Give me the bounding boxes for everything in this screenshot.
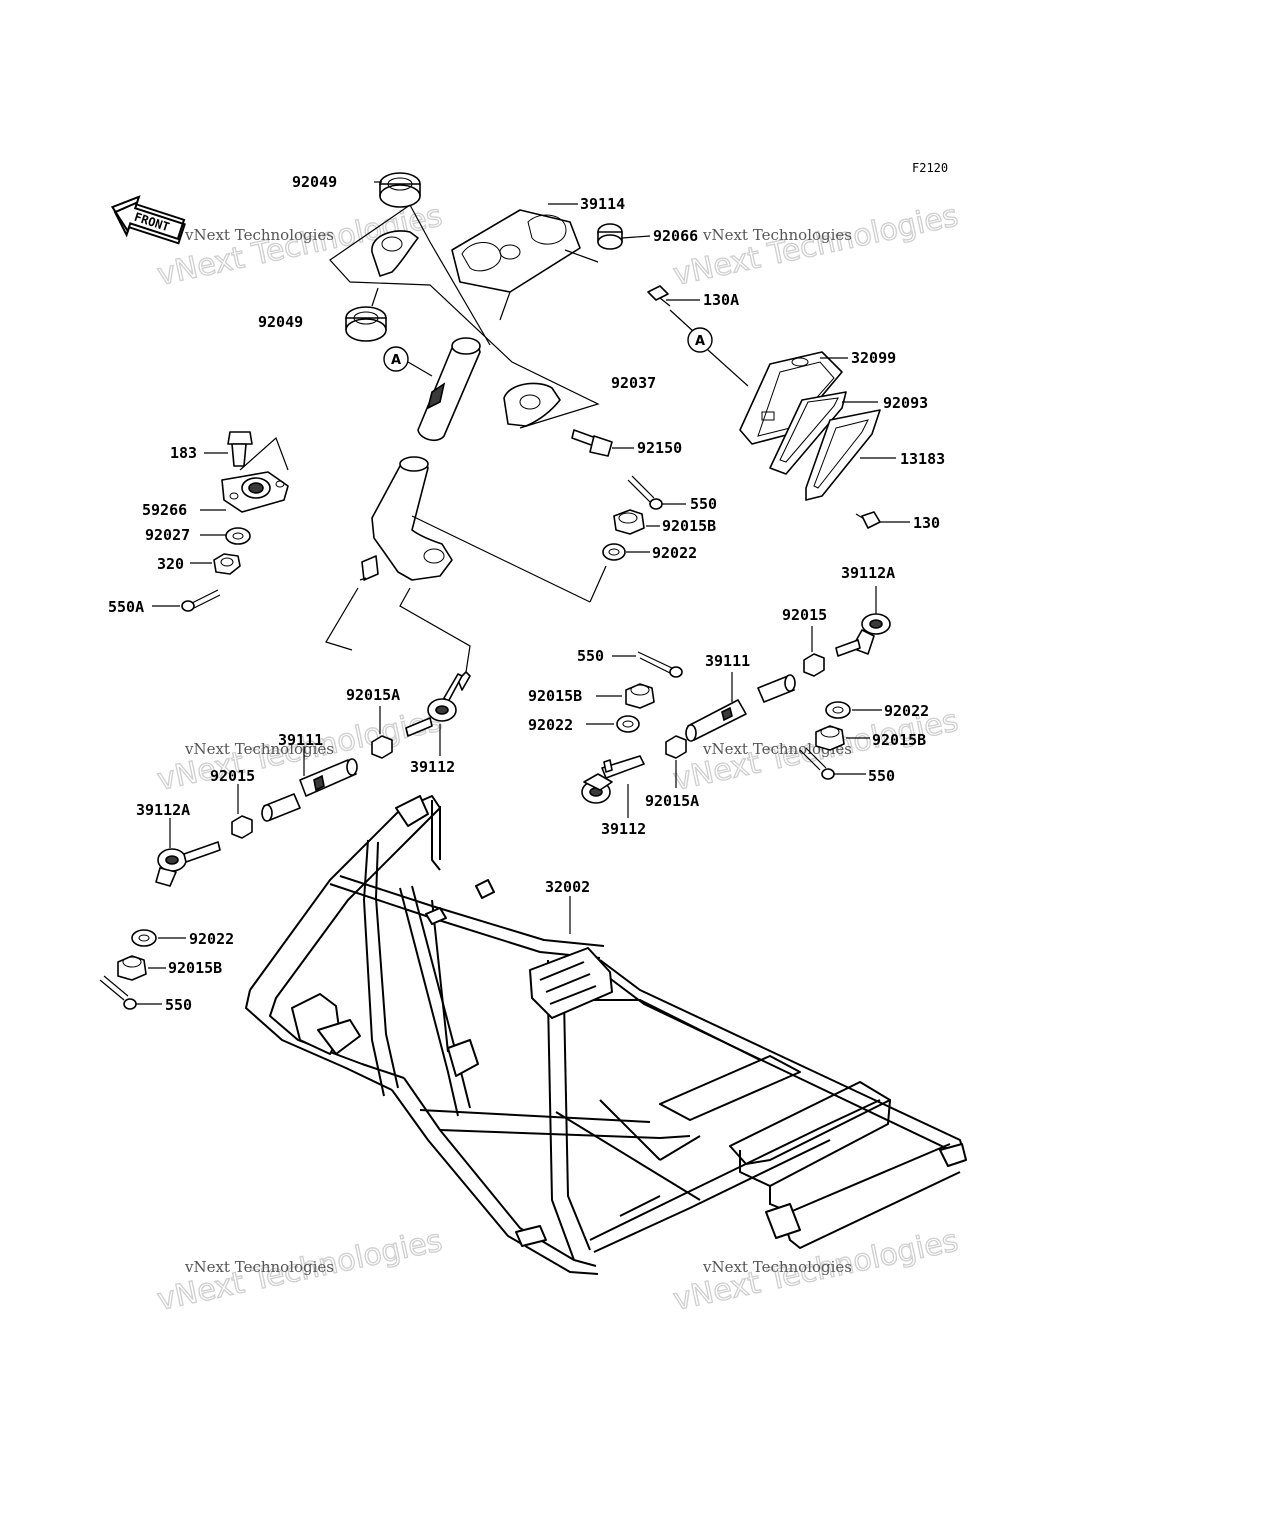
label-550-a: 550 — [690, 495, 717, 513]
label-92015-right: 92015 — [782, 606, 827, 624]
nut-92015a-left — [371, 735, 393, 759]
watermark-small: vNext Technologies — [702, 226, 852, 244]
label-39112-left: 39112 — [410, 758, 455, 776]
nut-320 — [213, 553, 241, 575]
cotter-pin-550-a — [627, 475, 663, 510]
callout-a-left — [383, 346, 409, 372]
label-59266: 59266 — [142, 501, 187, 519]
castle-nut-92015b-c — [815, 725, 845, 751]
bearing-59266 — [221, 471, 289, 513]
cover-13183 — [805, 409, 881, 501]
tie-rod-end-39112-right — [581, 755, 645, 804]
watermark-small: vNext Technologies — [184, 1258, 334, 1276]
label-183: 183 — [170, 444, 197, 462]
cotter-pin-550-b — [637, 651, 683, 678]
tie-rod-end-39112a-right — [835, 613, 891, 657]
nut-92015-left — [231, 815, 253, 839]
label-92150: 92150 — [637, 439, 682, 457]
label-39114: 39114 — [580, 195, 625, 213]
steering-holder-lower — [503, 382, 561, 427]
callout-a-right-letter: A — [695, 334, 705, 349]
watermark-small: vNext Technologies — [184, 740, 334, 758]
handlebar-holder-39114 — [451, 209, 581, 321]
label-32099: 32099 — [851, 349, 896, 367]
tie-rod-39111-right — [685, 674, 796, 742]
label-92015-left: 92015 — [210, 767, 255, 785]
steering-shaft-upper — [417, 337, 481, 442]
label-92022-b: 92022 — [528, 716, 573, 734]
washer-92022-d — [131, 929, 157, 947]
washer-92022-b — [616, 715, 640, 733]
label-39112-right: 39112 — [601, 820, 646, 838]
label-130: 130 — [913, 514, 940, 532]
bushing-92049-lower — [345, 306, 387, 342]
label-92027: 92027 — [145, 526, 190, 544]
label-13183: 13183 — [900, 450, 945, 468]
gasket-92093 — [769, 391, 847, 475]
panel-assembly: A — [647, 285, 910, 529]
label-39112a-right: 39112A — [841, 564, 895, 582]
steering-upper-parts: A — [152, 172, 686, 673]
label-92093: 92093 — [883, 394, 928, 412]
castle-nut-92015b-b — [625, 683, 655, 709]
steering-shaft-lower — [359, 456, 453, 581]
label-92015b-c: 92015B — [872, 731, 926, 749]
cotter-pin-550-d — [99, 975, 137, 1010]
label-550-b: 550 — [577, 647, 604, 665]
callout-a-left-letter: A — [391, 353, 401, 368]
label-39112a-left: 39112A — [136, 801, 190, 819]
label-92015a-right: 92015A — [645, 792, 699, 810]
label-92015b-b: 92015B — [528, 687, 582, 705]
frame-32002 — [245, 795, 967, 1275]
label-92015b-d: 92015B — [168, 959, 222, 977]
bushing-92049-top — [379, 172, 421, 208]
cap-92066 — [597, 223, 623, 250]
label-130a: 130A — [703, 291, 739, 309]
bolt-130 — [855, 511, 881, 529]
watermark-large: vNext Technologies — [670, 198, 961, 293]
label-320: 320 — [157, 555, 184, 573]
castle-nut-92015b-a — [613, 509, 645, 535]
figure-id: F2120 — [912, 161, 948, 175]
tie-rod-parts — [99, 586, 891, 1010]
bolt-183 — [227, 431, 253, 467]
washer-92022-a — [602, 543, 626, 561]
front-arrow-icon: FRONT — [110, 195, 186, 245]
bolt-130a — [647, 285, 671, 307]
tie-rod-39111-left — [261, 758, 358, 822]
nut-92015-right — [803, 653, 825, 677]
part-labels: 92049 39114 92066 130A 92049 32099 92037… — [108, 173, 945, 1014]
steering-holder-upper — [371, 230, 419, 277]
label-92022-c: 92022 — [884, 702, 929, 720]
nut-92015a-right — [665, 735, 687, 759]
bolt-92150 — [571, 429, 613, 457]
label-550-c: 550 — [868, 767, 895, 785]
label-550a: 550A — [108, 598, 144, 616]
label-92037: 92037 — [611, 374, 656, 392]
watermark-small: vNext Technologies — [702, 1258, 852, 1276]
label-550-d: 550 — [165, 996, 192, 1014]
watermark-small: vNext Technologies — [184, 226, 334, 244]
castle-nut-92015b-d — [117, 955, 147, 981]
callout-a-right — [687, 327, 713, 353]
label-92066: 92066 — [653, 227, 698, 245]
label-32002: 32002 — [545, 878, 590, 896]
tie-rod-end-39112-left — [405, 671, 471, 737]
cotter-pin-550-c — [799, 747, 835, 780]
watermark-small: vNext Technologies — [702, 740, 852, 758]
label-92015a-left: 92015A — [346, 686, 400, 704]
washer-92022-c — [825, 701, 851, 719]
cotter-pin-550a — [181, 589, 221, 612]
label-39111-left: 39111 — [278, 731, 323, 749]
label-39111-right: 39111 — [705, 652, 750, 670]
washer-92027 — [225, 527, 251, 545]
label-92022-d: 92022 — [189, 930, 234, 948]
label-92049-top: 92049 — [292, 173, 337, 191]
label-92049-lower: 92049 — [258, 313, 303, 331]
label-92022-a: 92022 — [652, 544, 697, 562]
tie-rod-end-39112a-left — [155, 841, 221, 887]
label-92015b-a: 92015B — [662, 517, 716, 535]
